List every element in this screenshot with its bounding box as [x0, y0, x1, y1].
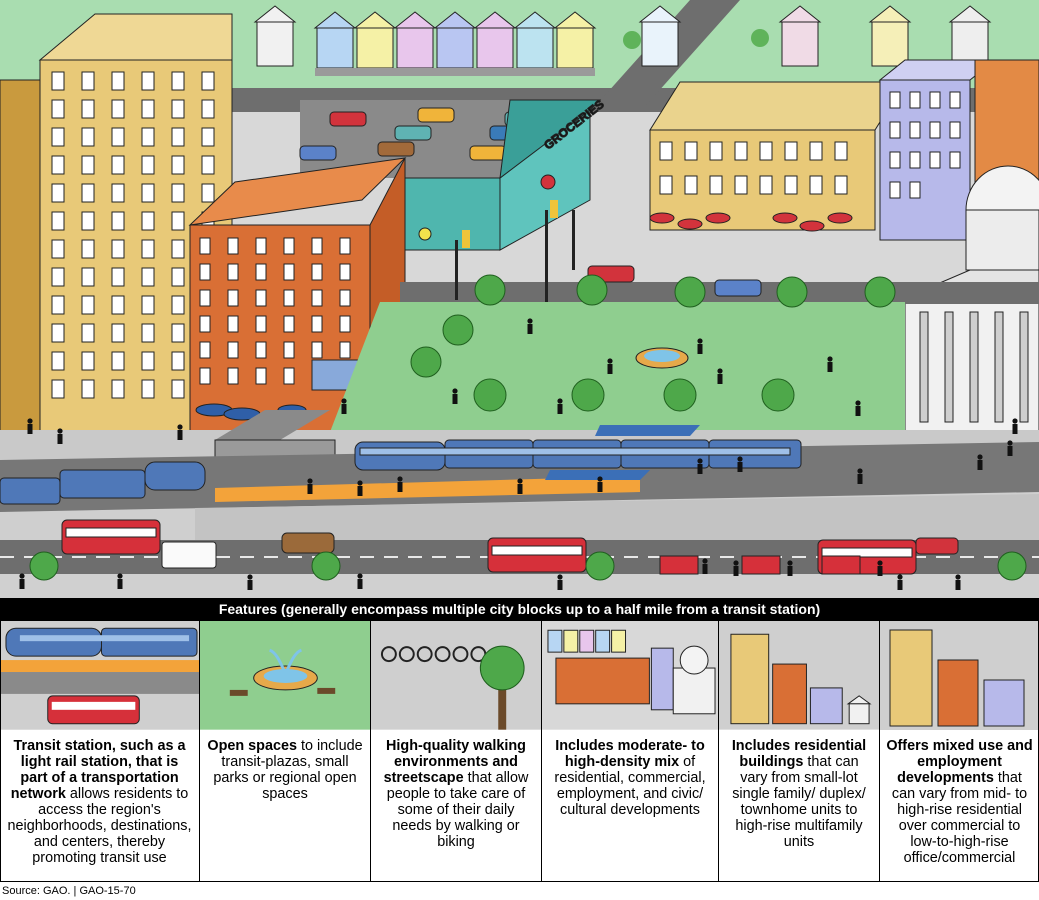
grocery-store: GROCERIES	[399, 96, 607, 251]
tree	[623, 31, 641, 49]
lower-sidewalk	[195, 494, 1039, 540]
mixed-density-icon	[542, 620, 718, 730]
streetscape-icon	[371, 620, 541, 730]
caption-density-mix: Includes moderate- to high-density mix o…	[554, 738, 706, 818]
bus-shelters	[659, 555, 861, 575]
panel-transit-station: Transit station, such as a light rail st…	[0, 620, 200, 882]
street-vehicles	[61, 519, 959, 575]
capitol-building	[865, 165, 1039, 433]
tall-tan-building	[0, 13, 233, 433]
caption-transit-station: Transit station, such as a light rail st…	[7, 738, 192, 866]
feature-panels: Transit station, such as a light rail st…	[0, 620, 1039, 882]
street-trees	[29, 551, 1027, 581]
transit-station-icon	[0, 620, 199, 730]
panel-mixed-use: Offers mixed use and employment developm…	[880, 620, 1039, 882]
panel-open-spaces: Open spaces to include transit-plazas, s…	[200, 620, 371, 882]
tree	[751, 29, 769, 47]
panel-density-mix: Includes moderate- to high-density mix o…	[542, 620, 719, 882]
mixed-use-icon	[880, 620, 1039, 730]
panel-walking-environments: High-quality walking environments and st…	[371, 620, 542, 882]
pedestrians	[19, 318, 1018, 590]
features-banner: Features (generally encompass multiple c…	[0, 598, 1039, 620]
park-trees	[410, 274, 896, 412]
caption-walking-environments: High-quality walking environments and st…	[383, 738, 529, 850]
panel-residential-buildings: Includes residential buildings that can …	[719, 620, 880, 882]
commuter-train	[0, 461, 206, 505]
source-note: Source: GAO. | GAO-15-70	[2, 885, 136, 897]
residential-buildings-icon	[719, 620, 879, 730]
traffic-signals	[455, 200, 575, 310]
caption-residential-buildings: Includes residential buildings that can …	[731, 738, 867, 850]
platform-canopy	[595, 425, 700, 436]
caption-open-spaces: Open spaces to include transit-plazas, s…	[207, 738, 363, 802]
city-scene-illustration: GROCERIES	[0, 0, 1039, 598]
park-lawn	[330, 302, 905, 432]
light-rail-train	[354, 439, 802, 471]
front-sidewalk	[0, 574, 1039, 598]
caption-mixed-use: Offers mixed use and employment developm…	[886, 738, 1033, 866]
station-stairs-top	[215, 410, 330, 440]
townhouse-row	[313, 11, 597, 76]
platform-canopy-2	[545, 470, 650, 480]
tan-building-with-cafe	[649, 81, 906, 232]
open-space-icon	[200, 620, 370, 730]
train-platform	[215, 476, 640, 502]
